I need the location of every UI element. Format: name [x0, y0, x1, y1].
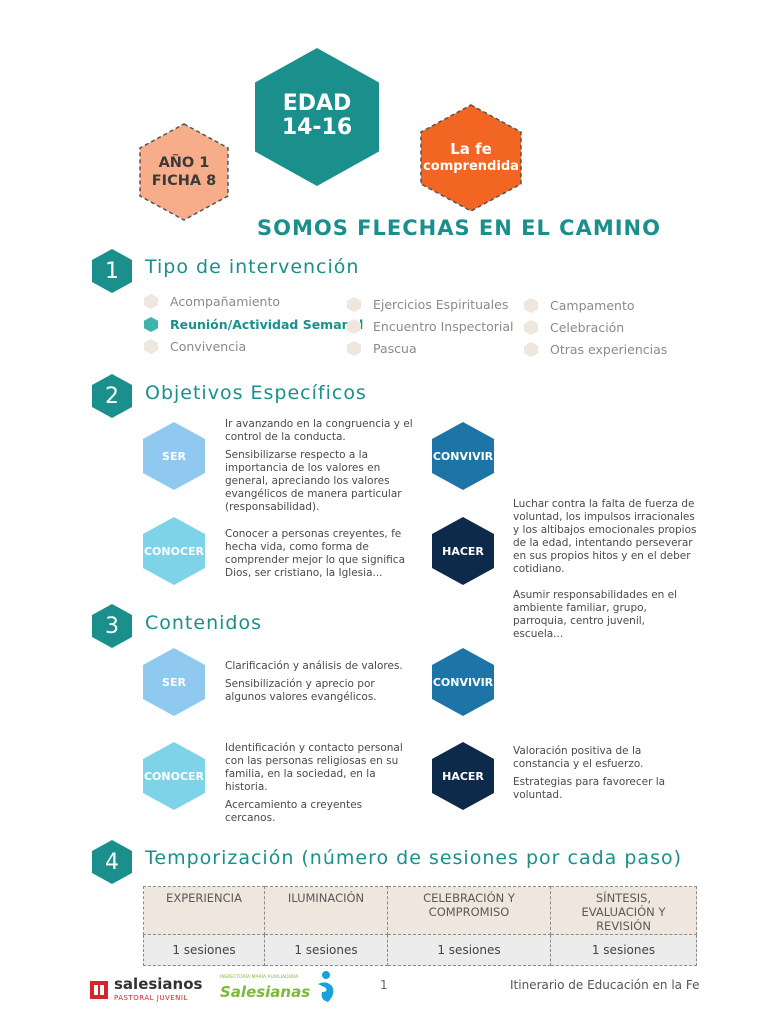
convivir-hexagon: CONVIVIR: [432, 422, 494, 490]
section-title-objectives: Objetivos Específicos: [145, 382, 367, 404]
page-number: 1: [380, 978, 388, 992]
hexagon-bullet-icon: [524, 342, 538, 357]
conocer-hexagon: CONOCER: [143, 742, 205, 810]
salesianos-sub: PASTORAL JUVENIL: [114, 994, 188, 1002]
section-title-timing: Temporización (número de sesiones por ca…: [145, 847, 683, 869]
theme-line1: La fe: [450, 140, 492, 158]
section-title-intervention: Tipo de intervención: [145, 256, 360, 278]
paragraph: Ir avanzando en la congruencia y el cont…: [225, 418, 413, 443]
option-encuentro[interactable]: Encuentro Inspectorial: [347, 319, 514, 334]
conocer-hexagon: CONOCER: [143, 517, 205, 585]
hexagon-bullet-icon: [347, 297, 361, 312]
hexagon-bullet-icon: [144, 317, 158, 332]
ser-hexagon: SER: [143, 648, 205, 716]
hexagon-bullet-icon: [347, 319, 361, 334]
ser-objectives-text: Ir avanzando en la congruencia y el cont…: [225, 418, 415, 519]
section-number-3: 3: [92, 604, 132, 648]
option-campamento[interactable]: Campamento: [524, 298, 635, 313]
age-badge: EDAD 14-16: [255, 48, 379, 186]
table-cell: 1 sesiones: [387, 934, 551, 966]
hacer-contents-text: Valoración positiva de la constancia y e…: [513, 745, 673, 807]
sessions-table: EXPERIENCIA ILUMINACIÓN CELEBRACIÓN Y CO…: [143, 886, 697, 966]
table-header-cell: CELEBRACIÓN Y COMPROMISO: [387, 886, 551, 935]
paragraph: Identificación y contacto personal con l…: [225, 742, 403, 793]
paragraph: Estrategias para favorecer la voluntad.: [513, 776, 666, 801]
hexagon-bullet-icon: [144, 294, 158, 309]
option-celebracion[interactable]: Celebración: [524, 320, 624, 335]
hexagon-bullet-icon: [144, 339, 158, 354]
paragraph: Valoración positiva de la constancia y e…: [513, 745, 644, 770]
table-cell: 1 sesiones: [143, 934, 265, 966]
ser-contents-text: Clarificación y análisis de valores. Sen…: [225, 660, 415, 709]
paragraph: Clarificación y análisis de valores.: [225, 660, 403, 672]
theme-line2: comprendida: [423, 159, 519, 174]
section-number-2: 2: [92, 374, 132, 418]
table-cell: 1 sesiones: [550, 934, 697, 966]
section-number-4: 4: [92, 840, 132, 884]
salesianos-name: salesianos: [114, 975, 203, 993]
document-title: Itinerario de Educación en la Fe: [510, 978, 700, 992]
hexagon-bullet-icon: [524, 320, 538, 335]
conocer-contents-text: Identificación y contacto personal con l…: [225, 742, 410, 830]
convivir-hexagon: CONVIVIR: [432, 648, 494, 716]
table-header-row: EXPERIENCIA ILUMINACIÓN CELEBRACIÓN Y CO…: [143, 886, 697, 935]
paragraph: Asumir responsabilidades en el ambiente …: [513, 589, 678, 640]
paragraph: Acercamiento a creyentes cercanos.: [225, 799, 363, 824]
hexagon-bullet-icon: [347, 341, 361, 356]
salesianas-name: Salesianas: [220, 983, 311, 1001]
page-title: SOMOS FLECHAS EN EL CAMINO: [257, 216, 661, 240]
conocer-objectives-text: Conocer a personas creyentes, fe hecha v…: [225, 528, 410, 585]
paragraph: Luchar contra la falta de fuerza de volu…: [513, 498, 697, 575]
sheet-label: FICHA 8: [151, 173, 217, 189]
paragraph: Conocer a personas creyentes, fe hecha v…: [225, 528, 405, 579]
table-header-cell: ILUMINACIÓN: [264, 886, 388, 935]
hacer-objectives-text: Luchar contra la falta de fuerza de volu…: [513, 498, 698, 646]
paragraph: Sensibilización y aprecio por algunos va…: [225, 678, 377, 703]
salesianas-figure-icon: [318, 971, 334, 1002]
paragraph: Sensibilizarse respecto a la importancia…: [225, 449, 402, 513]
hexagon-bullet-icon: [524, 298, 538, 313]
year-label: AÑO 1: [158, 155, 210, 171]
ser-hexagon: SER: [143, 422, 205, 490]
option-pascua[interactable]: Pascua: [347, 341, 417, 356]
age-range: 14-16: [281, 115, 353, 140]
section-title-contents: Contenidos: [145, 612, 262, 634]
theme-badge: La fe comprendida: [419, 103, 523, 213]
option-reunion-selected[interactable]: Reunión/Actividad Semanal: [144, 317, 363, 332]
table-row: 1 sesiones 1 sesiones 1 sesiones 1 sesio…: [143, 934, 697, 966]
table-header-cell: SÍNTESIS, EVALUACIÓN Y REVISIÓN: [550, 886, 697, 935]
year-sheet-badge: AÑO 1 FICHA 8: [138, 122, 230, 222]
hacer-hexagon: HACER: [432, 742, 494, 810]
salesianos-logo: salesianos PASTORAL JUVENIL: [90, 976, 202, 1004]
option-acompanamiento[interactable]: Acompañamiento: [144, 294, 280, 309]
option-convivencia[interactable]: Convivencia: [144, 339, 246, 354]
hacer-hexagon: HACER: [432, 517, 494, 585]
age-label: EDAD: [282, 91, 352, 116]
section-number-1: 1: [92, 249, 132, 293]
option-ejercicios[interactable]: Ejercicios Espirituales: [347, 297, 508, 312]
table-header-cell: EXPERIENCIA: [143, 886, 265, 935]
table-cell: 1 sesiones: [264, 934, 388, 966]
option-otras[interactable]: Otras experiencias: [524, 342, 667, 357]
salesianos-mark-icon: [90, 981, 108, 999]
salesianas-small: INSPECTORÍA MARÍA AUXILIADORA: [220, 975, 299, 980]
salesianas-logo: INSPECTORÍA MARÍA AUXILIADORA Salesianas: [220, 970, 338, 1004]
